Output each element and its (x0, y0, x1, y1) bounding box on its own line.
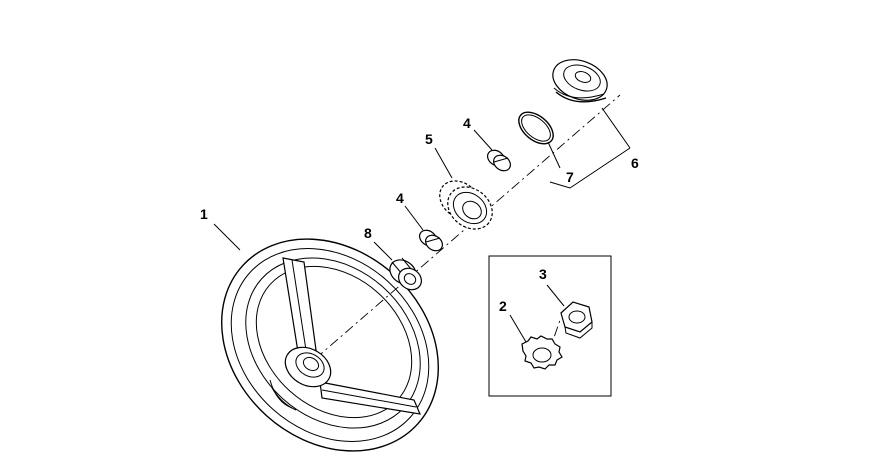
callout-nut: 3 (539, 266, 547, 282)
steering-wheel (220, 238, 440, 452)
callout-bushing-lower: 4 (396, 190, 404, 206)
assembly-axis (299, 94, 621, 373)
inset-box (488, 255, 612, 397)
callout-bearing: 8 (364, 225, 372, 241)
bushing-lower (419, 229, 443, 252)
callout-o-ring: 7 (566, 169, 574, 185)
spline-adapter (439, 180, 493, 230)
o-ring (518, 111, 554, 145)
callout-cap-assembly: 6 (631, 155, 639, 171)
callout-bushing-upper: 4 (463, 115, 471, 131)
bearing (389, 257, 422, 291)
cap-assembly (552, 59, 608, 103)
bushing-upper (487, 149, 511, 172)
callout-lock-washer: 2 (499, 298, 507, 314)
leader-lines (213, 107, 631, 343)
lock-washer (521, 335, 563, 370)
callout-spline-adapter: 5 (425, 131, 433, 147)
callout-steering-wheel: 1 (200, 206, 208, 222)
callout-labels: 1 2 3 4 5 6 7 4 8 (200, 115, 639, 314)
nut (560, 301, 593, 339)
